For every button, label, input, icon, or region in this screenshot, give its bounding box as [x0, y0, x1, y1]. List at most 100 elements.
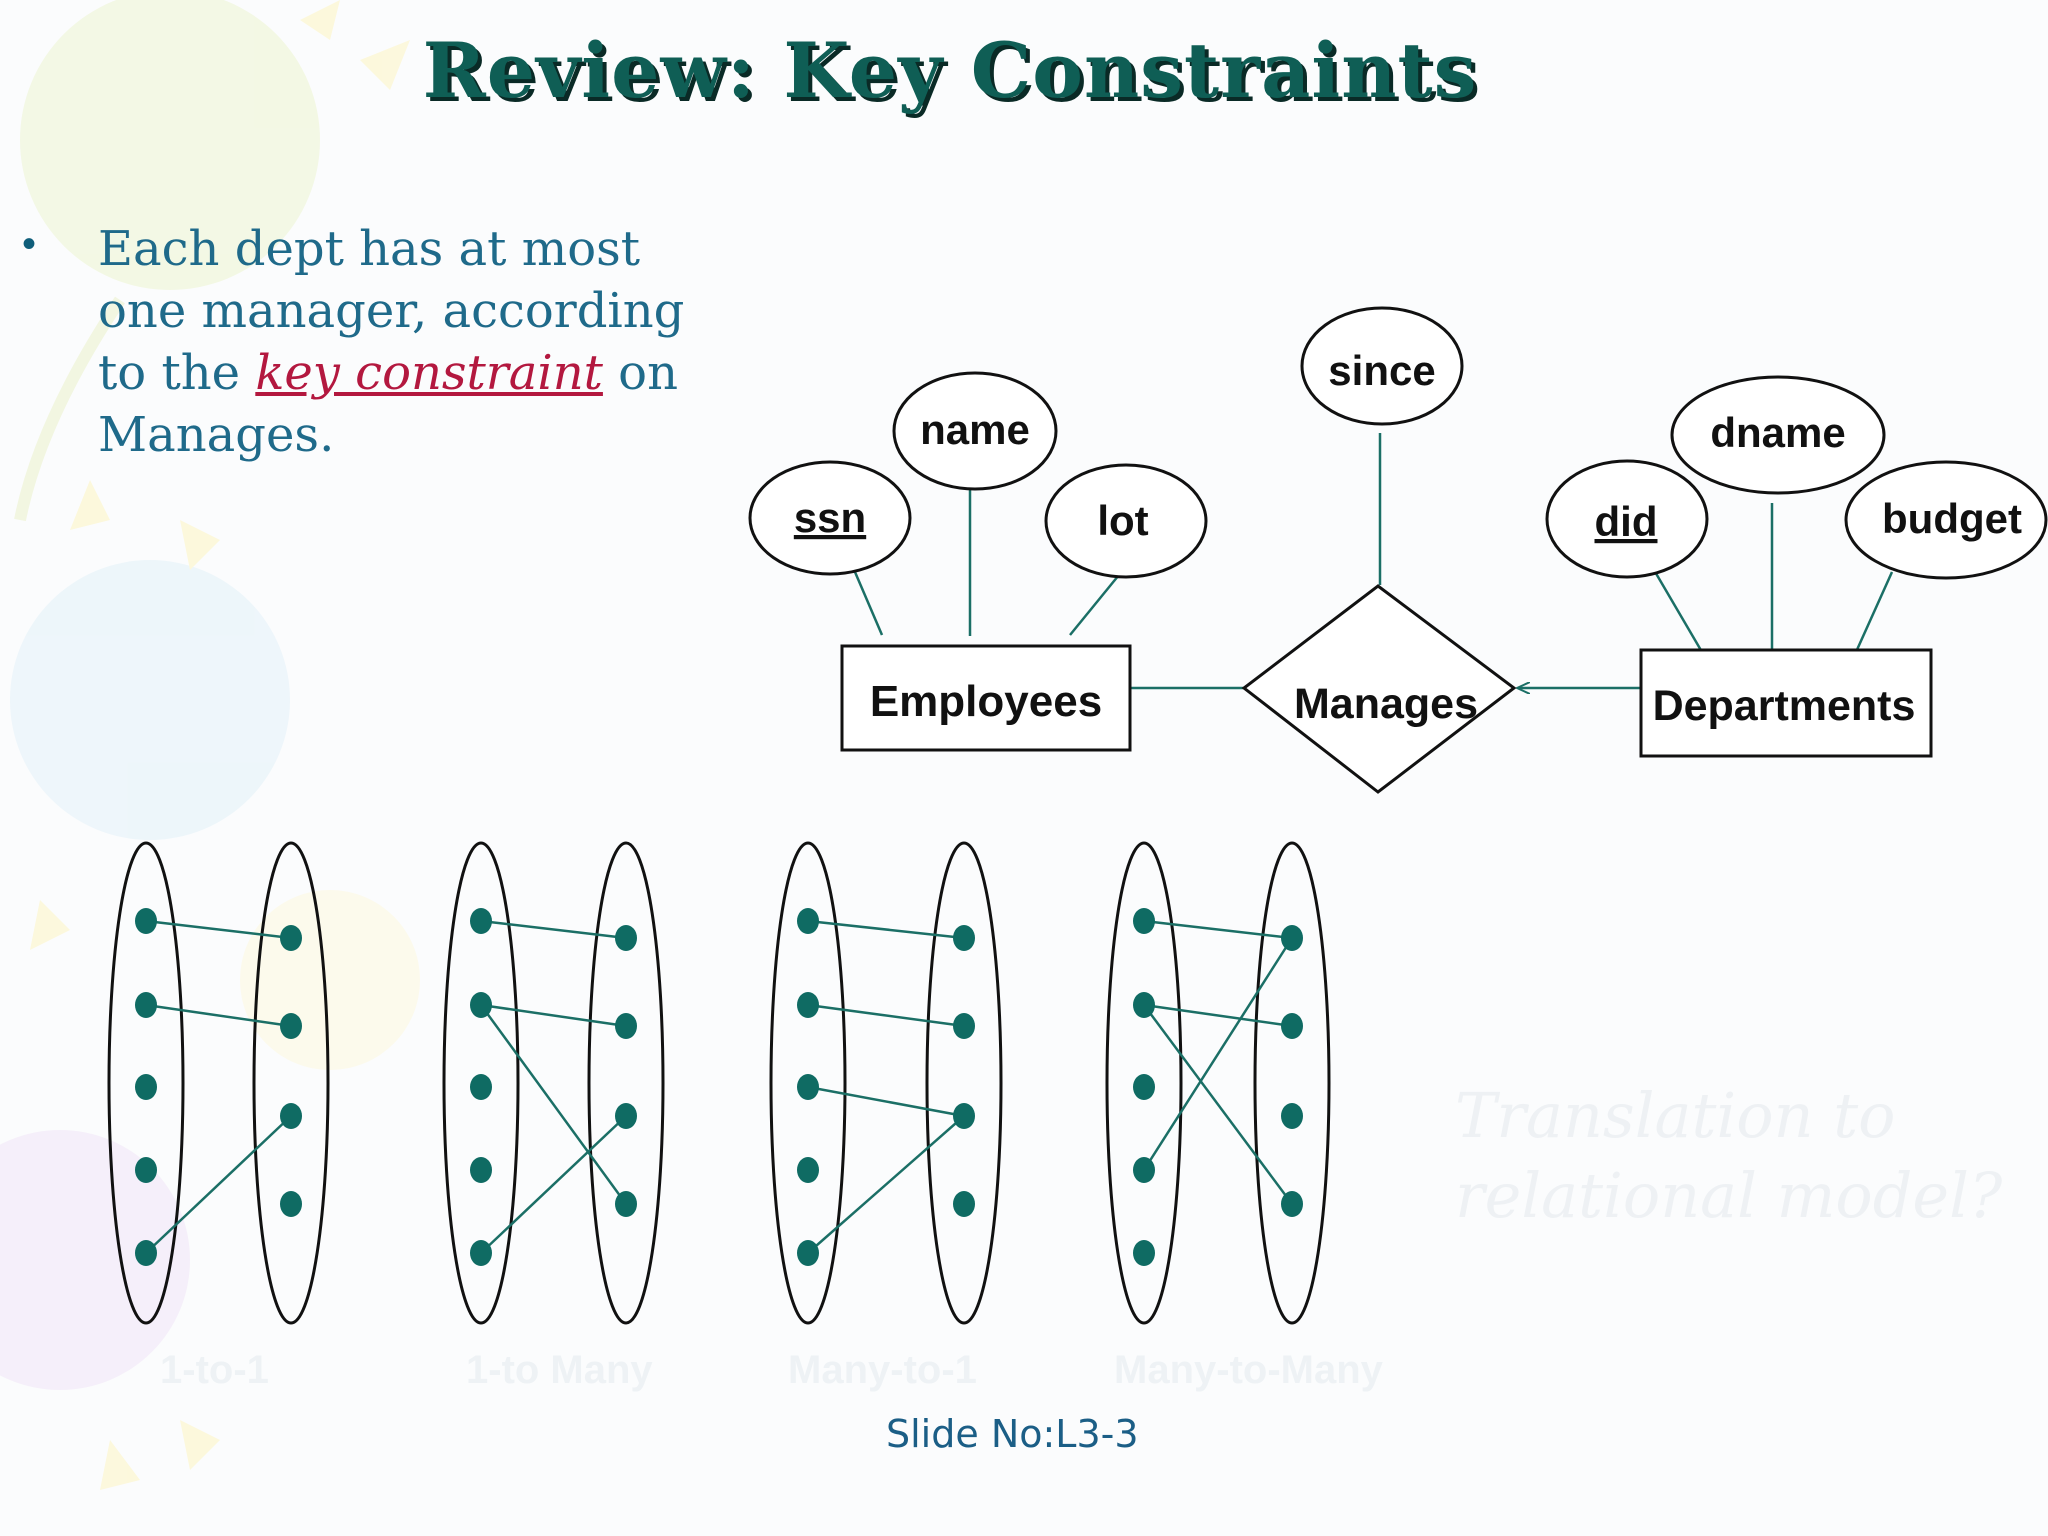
name-attribute [892, 371, 1058, 491]
mapping-right-element [280, 925, 302, 951]
departments-entity [1639, 648, 1933, 758]
mapping-link [807, 919, 965, 940]
mapping-right-element [1281, 1191, 1303, 1217]
budget-attribute [1844, 460, 2048, 580]
mapping-right-element [1281, 925, 1303, 951]
employees-entity [840, 644, 1132, 752]
faint-note-line-2: relational model? [1455, 1159, 2003, 1232]
mapping-link [145, 1003, 292, 1028]
budget-connector [1854, 571, 1894, 653]
bullet-text-start: Each dept has at most one manager, accor… [98, 221, 685, 401]
mapping-label-many-to-many: Many-to-Many [1114, 1348, 1383, 1392]
mapping-link [1142, 937, 1294, 1171]
mapping-link [145, 919, 292, 940]
bullet-text: Each dept has at most one manager, accor… [98, 218, 738, 466]
mapping-left-element [135, 1074, 157, 1100]
manages-label: Manages [1294, 680, 1478, 728]
name-label: name [920, 406, 1030, 453]
mapping-left-element [1133, 908, 1155, 934]
mapping-right-element [615, 1191, 637, 1217]
mapping-left-element [797, 1157, 819, 1183]
key-constraint-link[interactable]: key constraint [255, 345, 603, 401]
mapping-left-element [797, 992, 819, 1018]
mapping-left-element [470, 908, 492, 934]
mapping-right-element [1281, 1103, 1303, 1129]
mapping-left-element [470, 992, 492, 1018]
lot-connector [1069, 569, 1124, 636]
dname-label: dname [1710, 409, 1845, 456]
mapping-link [1142, 1004, 1294, 1205]
mapping-link [807, 1003, 965, 1028]
mapping-right-element [280, 1103, 302, 1129]
mapping-left-element [135, 1240, 157, 1266]
mapping-left-set [1105, 841, 1183, 1325]
mapping-right-set [925, 841, 1003, 1325]
bullet-text-end: on Manages. [98, 345, 678, 463]
mapping-right-element [615, 925, 637, 951]
mapping-right-set [252, 841, 330, 1325]
manages-relationship [1241, 584, 1517, 794]
bullet-icon: • [22, 222, 37, 266]
mapping-link [479, 1004, 628, 1205]
mapping-left-set [107, 841, 185, 1325]
mapping-left-element [470, 1240, 492, 1266]
mapping-link [145, 1115, 292, 1254]
mapping-left-element [1133, 992, 1155, 1018]
mapping-link [1143, 919, 1293, 940]
mapping-right-element [615, 1103, 637, 1129]
mapping-label-many-to-1: Many-to-1 [788, 1348, 977, 1392]
slide-title: Review: Key Constraints [422, 26, 1478, 115]
ssn-connector [853, 571, 884, 636]
mapping-left-element [1133, 1074, 1155, 1100]
mapping-left-element [797, 1074, 819, 1100]
mapping-right-set [1253, 841, 1331, 1325]
mapping-link [480, 919, 627, 940]
lot-label: lot [1097, 497, 1148, 544]
mapping-link [1143, 1003, 1293, 1028]
ssn-attribute [748, 460, 912, 576]
mapping-left-element [135, 908, 157, 934]
mapping-right-element [1281, 1013, 1303, 1039]
mapping-right-set [587, 841, 665, 1325]
since-attribute [1300, 306, 1464, 426]
ssn-label: ssn [794, 494, 866, 541]
faint-note: Translation to relational model? [1455, 1076, 2002, 1236]
mapping-link [807, 1085, 965, 1118]
since-label: since [1328, 347, 1435, 394]
mapping-left-set [442, 841, 520, 1325]
mapping-label-1-to-many: 1-to Many [466, 1348, 653, 1392]
mapping-right-element [280, 1013, 302, 1039]
mapping-link [480, 1115, 627, 1254]
dname-attribute [1670, 375, 1886, 495]
did-connector [1652, 569, 1704, 653]
mapping-label-1-to-1: 1-to-1 [160, 1348, 269, 1392]
mapping-right-element [953, 1191, 975, 1217]
mapping-left-element [1133, 1240, 1155, 1266]
budget-label: budget [1882, 495, 2022, 542]
mapping-link [807, 1115, 965, 1254]
departments-label: Departments [1653, 682, 1916, 730]
mapping-left-element [797, 1240, 819, 1266]
did-label: did [1595, 498, 1658, 545]
slide-number: Slide No:L3-3 [886, 1412, 1139, 1456]
mapping-right-element [615, 1013, 637, 1039]
mapping-right-element [953, 1103, 975, 1129]
mapping-left-element [135, 1157, 157, 1183]
mapping-left-element [1133, 1157, 1155, 1183]
employees-label: Employees [870, 677, 1102, 726]
mapping-left-element [135, 992, 157, 1018]
mapping-left-element [470, 1157, 492, 1183]
mapping-right-element [280, 1191, 302, 1217]
mapping-right-element [953, 925, 975, 951]
lot-attribute [1044, 463, 1208, 579]
mapping-left-set [769, 841, 847, 1325]
mapping-left-element [470, 1074, 492, 1100]
mapping-right-element [953, 1013, 975, 1039]
faint-note-line-1: Translation to [1455, 1079, 1896, 1152]
did-attribute [1545, 459, 1709, 579]
mapping-link [480, 1003, 627, 1028]
mapping-left-element [797, 908, 819, 934]
